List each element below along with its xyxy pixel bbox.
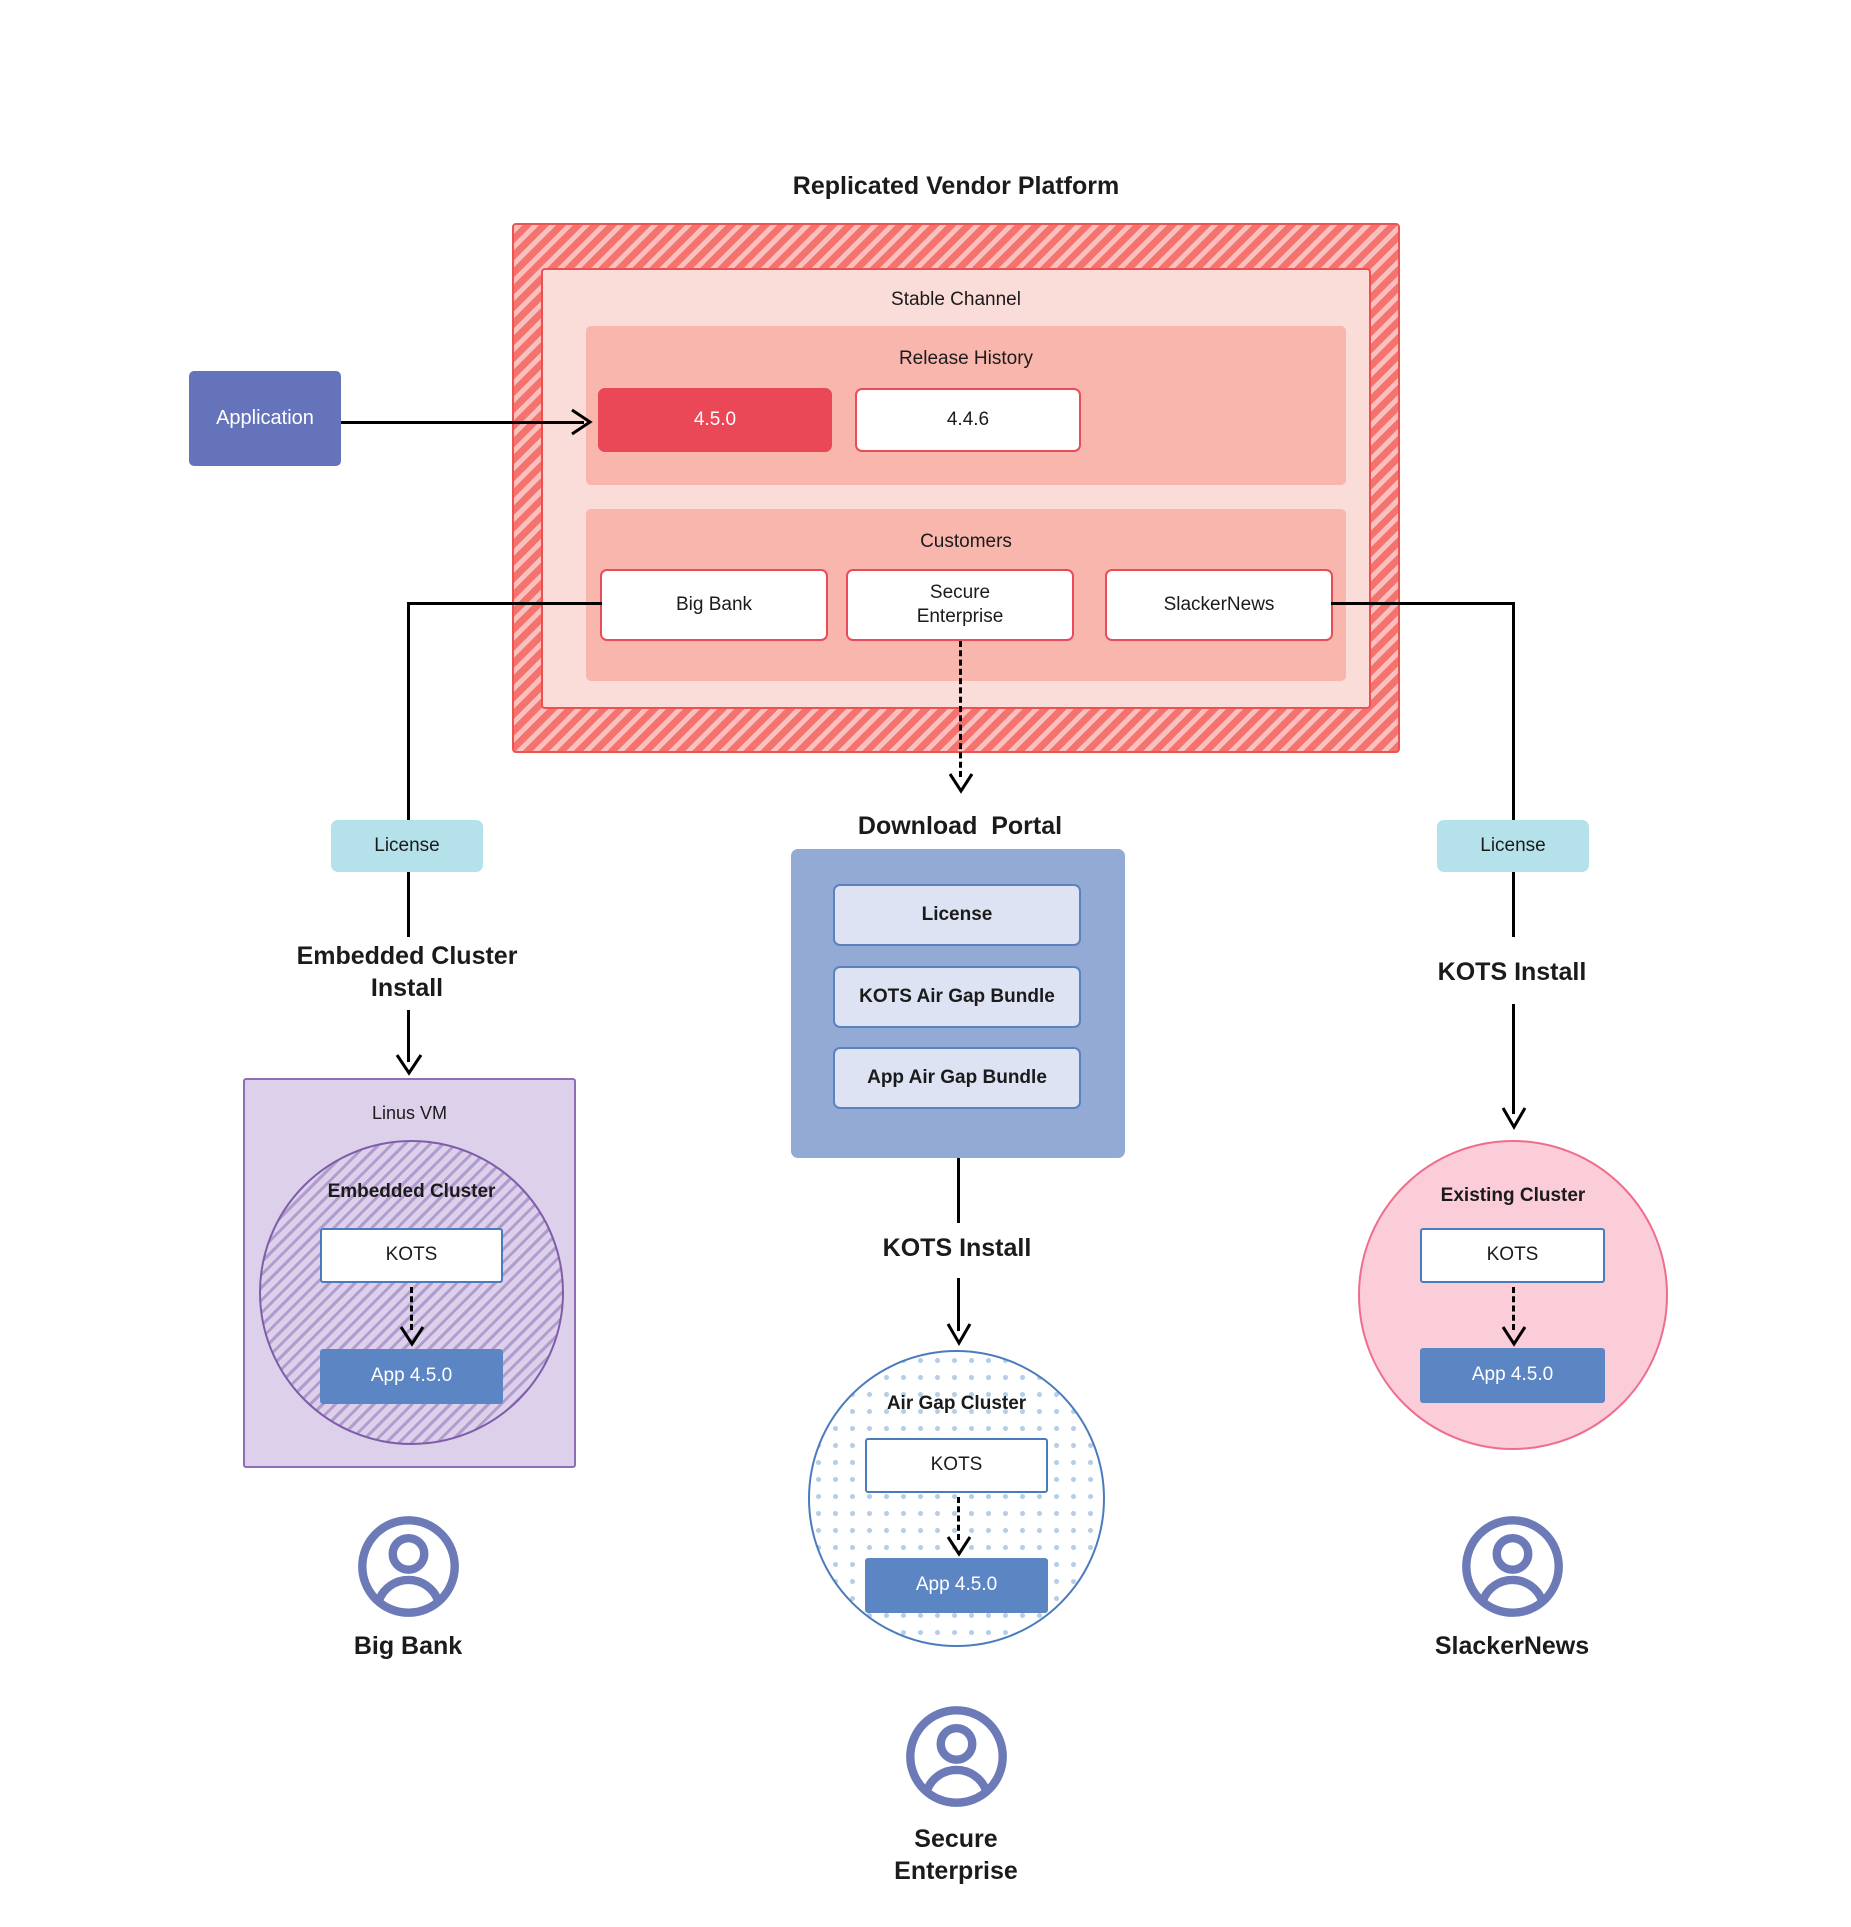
air-gap-app-box[interactable]: App 4.5.0 <box>865 1558 1048 1613</box>
persona-label-secure-enterprise: Secure Enterprise <box>894 1825 1018 1885</box>
embedded-install-arrowhead <box>395 1054 423 1076</box>
portal-item-license[interactable]: License <box>833 884 1081 946</box>
stable-channel-label: Stable Channel <box>891 288 1021 310</box>
customer-name-label: SlackerNews <box>1163 593 1275 615</box>
big-bank-exit-line <box>407 602 602 605</box>
download-portal-title: Download Portal <box>857 812 1063 840</box>
linux-vm-label: Linus VM <box>371 1103 448 1124</box>
kots-label: KOTS <box>930 1454 983 1476</box>
portal-item-kots-air-gap-bundle[interactable]: KOTS Air Gap Bundle <box>833 966 1081 1028</box>
portal-item-label: KOTS Air Gap Bundle <box>859 985 1055 1007</box>
customer-card-secure-enterprise[interactable]: Secure Enterprise <box>846 569 1074 641</box>
application-to-release-arrowhead <box>571 408 593 436</box>
air-gap-kots-to-app-dashed-line <box>957 1497 960 1540</box>
release-history-label: Release History <box>898 347 1034 369</box>
persona-label-slackernews: SlackerNews <box>1434 1632 1590 1660</box>
customers-label: Customers <box>920 530 1012 552</box>
release-card-previous[interactable]: 4.4.6 <box>855 388 1081 452</box>
embedded-app-box[interactable]: App 4.5.0 <box>320 1349 503 1404</box>
kots-label: KOTS <box>1486 1244 1539 1266</box>
big-bank-down-line <box>407 602 410 820</box>
existing-kots-box[interactable]: KOTS <box>1420 1228 1605 1283</box>
app-version-label: App 4.5.0 <box>370 1365 453 1387</box>
customer-name-label: Secure Enterprise <box>916 581 1004 627</box>
application-box[interactable]: Application <box>189 371 341 466</box>
page-title: Replicated Vendor Platform <box>792 172 1120 200</box>
customer-card-slackernews[interactable]: SlackerNews <box>1105 569 1333 641</box>
persona-label-big-bank: Big Bank <box>353 1632 463 1660</box>
kots-install-center-down-line <box>957 1278 960 1331</box>
portal-dashed-arrowhead <box>948 773 974 794</box>
embedded-install-down-line <box>407 1010 410 1062</box>
customer-card-big-bank[interactable]: Big Bank <box>600 569 828 641</box>
existing-app-box[interactable]: App 4.5.0 <box>1420 1348 1605 1403</box>
avatar-secure-enterprise <box>904 1704 1009 1809</box>
app-version-label: App 4.5.0 <box>1471 1364 1554 1386</box>
portal-down-line <box>957 1158 960 1223</box>
portal-item-label: App Air Gap Bundle <box>867 1066 1047 1088</box>
existing-cluster-label: Existing Cluster <box>1440 1184 1586 1206</box>
secure-enterprise-to-portal-dashed-line <box>959 641 962 777</box>
license-chip-right[interactable]: License <box>1437 820 1589 872</box>
slackernews-exit-line <box>1331 602 1515 605</box>
avatar-big-bank <box>356 1514 461 1619</box>
air-gap-kots-box[interactable]: KOTS <box>865 1438 1048 1493</box>
embedded-kots-box[interactable]: KOTS <box>320 1228 503 1283</box>
app-version-label: App 4.5.0 <box>915 1574 998 1596</box>
license-right-down-line <box>1512 872 1515 937</box>
avatar-slackernews <box>1460 1514 1565 1619</box>
release-version-label: 4.5.0 <box>693 408 737 430</box>
kots-install-center-label: KOTS Install <box>882 1234 1032 1262</box>
user-avatar-icon <box>1462 1516 1563 1617</box>
application-label: Application <box>216 406 314 429</box>
application-to-release-line <box>341 421 584 424</box>
portal-item-app-air-gap-bundle[interactable]: App Air Gap Bundle <box>833 1047 1081 1109</box>
kots-install-center-arrowhead <box>946 1323 972 1346</box>
release-version-label: 4.4.6 <box>946 408 990 430</box>
slackernews-down-line <box>1512 602 1515 820</box>
air-gap-kots-to-app-arrowhead <box>946 1536 972 1557</box>
embedded-cluster-install-label: Embedded Cluster Install <box>296 942 518 1002</box>
kots-install-right-label: KOTS Install <box>1437 958 1587 986</box>
portal-item-label: License <box>921 903 993 925</box>
air-gap-cluster-label: Air Gap Cluster <box>886 1392 1027 1414</box>
embedded-kots-to-app-dashed-line <box>410 1287 413 1330</box>
existing-kots-to-app-dashed-line <box>1512 1287 1515 1330</box>
license-label: License <box>1480 834 1546 856</box>
release-card-current[interactable]: 4.5.0 <box>598 388 832 452</box>
embedded-kots-to-app-arrowhead <box>399 1326 425 1347</box>
customer-name-label: Big Bank <box>675 593 753 615</box>
user-avatar-icon <box>906 1706 1007 1807</box>
license-label: License <box>374 834 440 856</box>
existing-kots-to-app-arrowhead <box>1501 1326 1527 1347</box>
kots-install-right-down-line <box>1512 1004 1515 1114</box>
license-left-down-line <box>407 872 410 937</box>
kots-label: KOTS <box>385 1244 438 1266</box>
user-avatar-icon <box>358 1516 459 1617</box>
license-chip-left[interactable]: License <box>331 820 483 872</box>
kots-install-right-arrowhead <box>1501 1107 1527 1130</box>
embedded-cluster-label: Embedded Cluster <box>327 1180 496 1202</box>
